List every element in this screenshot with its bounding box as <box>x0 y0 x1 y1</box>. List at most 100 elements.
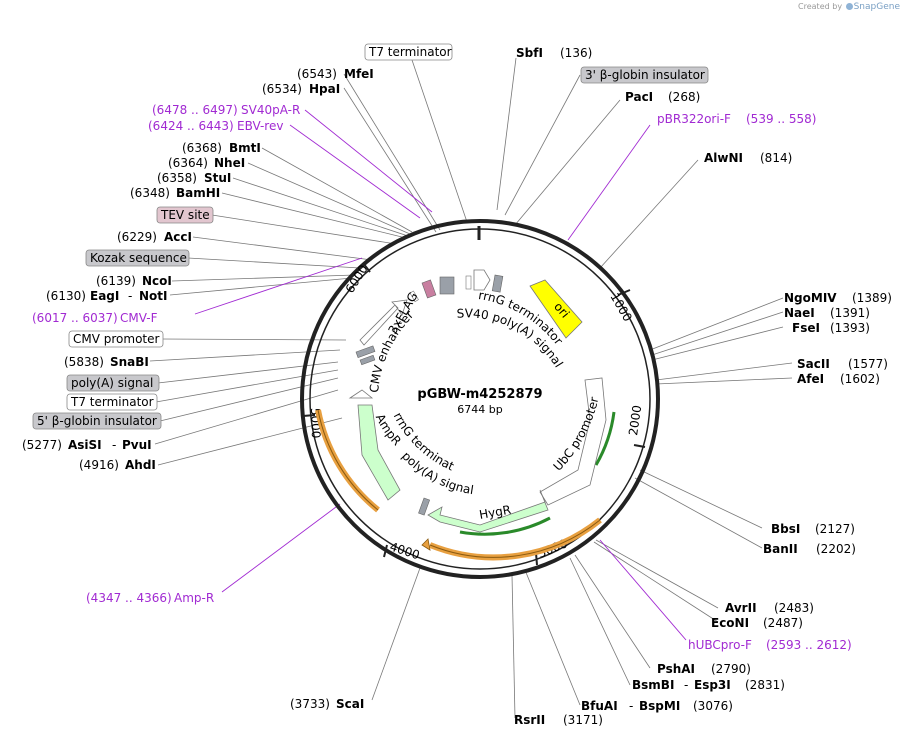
feature-polya-block-left <box>359 354 376 366</box>
site-fsei-pos: (1393) <box>830 321 870 335</box>
feature-ubc-promoter[interactable] <box>539 377 607 506</box>
site-avrii[interactable]: AvrII <box>725 601 757 615</box>
box-5-globin-insulator[interactable] <box>32 412 162 430</box>
site-scai-pos: (3733) <box>290 697 330 711</box>
site-asisi[interactable]: AsiSI <box>68 438 102 452</box>
site-scai[interactable]: ScaI <box>336 697 364 711</box>
credit-prefix: Created by <box>798 2 843 11</box>
site-asisi-pos: (5277) <box>22 438 62 452</box>
feature-sv40-block <box>439 276 455 295</box>
primer-labels: pBR322ori-F (539 .. 558) hUBCpro-F (2593… <box>32 103 852 652</box>
site-bsmbi[interactable]: BsmBI <box>632 678 674 692</box>
leader-lines <box>149 57 793 719</box>
site-econi-pos: (2487) <box>763 616 803 630</box>
feature-cmv-enhancer[interactable] <box>359 299 408 346</box>
plasmid-size: 6744 bp <box>457 403 502 416</box>
feature-t7-block <box>465 275 472 290</box>
feature-hygr[interactable] <box>427 489 549 533</box>
site-alwni[interactable]: AlwNI <box>704 151 743 165</box>
feature-tev-block <box>421 279 437 299</box>
feature-hygr-label: HygR <box>478 503 512 522</box>
feature-ori[interactable] <box>529 279 583 339</box>
primer-cmv-f-range: (6017 .. 6037) <box>32 311 118 325</box>
site-bamhi[interactable]: BamHI <box>176 186 220 200</box>
orf-arc-hygr-edge <box>429 519 601 558</box>
site-naei[interactable]: NaeI <box>784 306 815 320</box>
site-acci[interactable]: AccI <box>164 230 192 244</box>
site-rsrii[interactable]: RsrII <box>514 713 545 727</box>
box-t7-terminator-top[interactable] <box>364 43 453 61</box>
site-hpai[interactable]: HpaI <box>309 82 340 96</box>
feature-rrng-arrow <box>473 269 491 291</box>
box-tev-site[interactable] <box>156 206 214 224</box>
site-fsei[interactable]: FseI <box>792 321 820 335</box>
site-bbsi[interactable]: BbsI <box>771 522 800 536</box>
backbone-outer <box>300 219 660 579</box>
primer-cmv-f[interactable]: CMV-F <box>120 311 158 325</box>
site-stui[interactable]: StuI <box>204 171 231 185</box>
site-afei[interactable]: AfeI <box>797 372 824 386</box>
feature-ampr[interactable] <box>357 404 401 501</box>
site-noti[interactable]: NotI <box>139 289 168 303</box>
primer-hubcpro-f-range: (2593 .. 2612) <box>766 638 852 652</box>
primer-amp-r-range: (4347 .. 4366) <box>86 591 172 605</box>
box-cmv-promoter[interactable] <box>68 330 164 348</box>
site-econi[interactable]: EcoNI <box>711 616 749 630</box>
primer-sv40pa-r[interactable]: SV40pA-R <box>241 103 300 117</box>
box-t7-terminator-left-label: T7 terminator <box>70 395 154 409</box>
site-ahdi-pos: (4916) <box>79 458 119 472</box>
site-bbsi-pos: (2127) <box>815 522 855 536</box>
site-snabi[interactable]: SnaBI <box>110 355 149 369</box>
site-bmti[interactable]: BmtI <box>229 141 261 155</box>
box-polya-signal[interactable] <box>66 374 160 392</box>
site-mfei[interactable]: MfeI <box>344 67 374 81</box>
site-eagi-pos: (6130) <box>46 289 86 303</box>
primer-lines <box>194 109 687 641</box>
site-paci[interactable]: PacI <box>625 90 653 104</box>
site-eagi[interactable]: EagI <box>90 289 119 303</box>
tick-label-2000: 2000 <box>626 404 644 436</box>
site-bfuai[interactable]: BfuAI <box>581 699 618 713</box>
orf-arc-ampr-edge <box>317 409 379 511</box>
site-pshai[interactable]: PshAI <box>657 662 695 676</box>
primer-amp-r[interactable]: Amp-R <box>174 591 214 605</box>
site-nhei[interactable]: NheI <box>214 156 245 170</box>
site-afei-pos: (1602) <box>840 372 880 386</box>
site-ncoi-pos: (6139) <box>96 274 136 288</box>
box-t7-terminator-left[interactable] <box>66 393 158 411</box>
primer-pbr322ori-f[interactable]: pBR322ori-F <box>657 112 731 126</box>
snapgene-credit: Created by SnapGene <box>798 2 900 12</box>
primer-pbr322ori-f-range: (539 .. 558) <box>746 112 816 126</box>
box-kozak-sequence[interactable] <box>85 249 190 267</box>
site-bsmbi-pos: (2831) <box>745 678 785 692</box>
site-hpai-pos: (6534) <box>262 82 302 96</box>
site-bfuai-sep: - <box>629 699 633 713</box>
site-mfei-pos: (6543) <box>297 67 337 81</box>
site-ngomiv[interactable]: NgoMIV <box>784 291 837 305</box>
primer-sv40pa-r-range: (6478 .. 6497) <box>152 103 238 117</box>
site-ahdi[interactable]: AhdI <box>125 458 156 472</box>
box-5-globin-insulator-label: 5' β-globin insulator <box>37 414 157 428</box>
box-tev-site-label: TEV site <box>160 208 210 222</box>
box-cmv-promoter-label: CMV promoter <box>73 332 160 346</box>
site-ncoi[interactable]: NcoI <box>142 274 172 288</box>
site-alwni-pos: (814) <box>760 151 792 165</box>
site-sbfi[interactable]: SbfI <box>516 46 543 60</box>
site-bspmi[interactable]: BspMI <box>639 699 680 713</box>
box-3-globin-insulator[interactable] <box>580 66 709 84</box>
inner-arc-ubc <box>594 411 616 466</box>
feature-kozak-block <box>409 290 419 303</box>
site-esp3i[interactable]: Esp3I <box>694 678 731 692</box>
site-bfuai-pos: (3076) <box>693 699 733 713</box>
feature-ampr-promoter <box>348 389 374 399</box>
tick-marks <box>302 262 646 566</box>
primer-hubcpro-f[interactable]: hUBCpro-F <box>688 638 752 652</box>
boxed-feature-labels: T7 terminator 3' β-globin insulator TEV … <box>32 43 709 430</box>
site-pvui[interactable]: PvuI <box>122 438 152 452</box>
site-banii[interactable]: BanII <box>763 542 798 556</box>
site-bmti-pos: (6368) <box>182 141 222 155</box>
primer-ebv-rev[interactable]: EBV-rev <box>237 119 283 133</box>
site-sacii[interactable]: SacII <box>797 357 830 371</box>
site-bamhi-pos: (6348) <box>130 186 170 200</box>
